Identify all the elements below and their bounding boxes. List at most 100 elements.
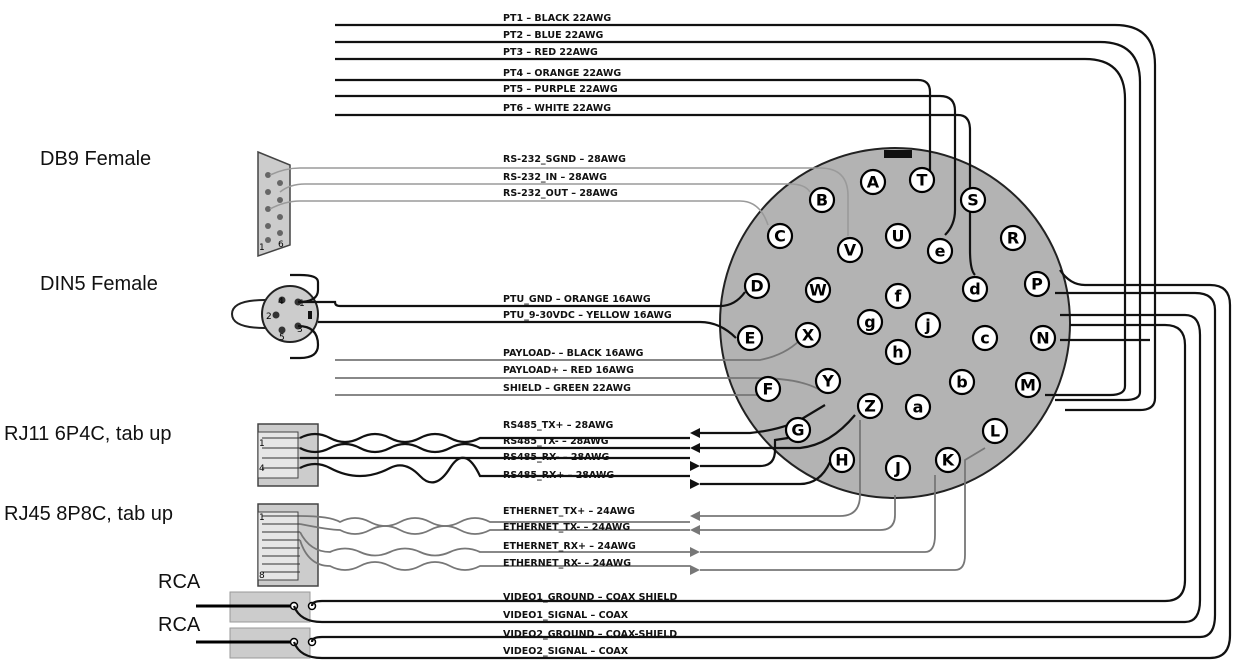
pin-g: g [856,308,884,336]
wire-label: PAYLOAD- – BLACK 16AWG [503,348,644,359]
svg-text:D: D [750,277,763,296]
pin-T: T [908,166,936,194]
pin-Z: Z [856,392,884,420]
svg-text:C: C [774,227,786,246]
din-pin1-label: 1 [299,299,305,309]
rj45-title: RJ45 8P8C, tab up [4,503,173,525]
din-pin2-label: 2 [266,312,272,322]
svg-text:E: E [745,329,756,348]
svg-text:e: e [935,242,946,261]
din-pin4-label: 4 [278,297,284,307]
db9-pin1-label: 1 [259,243,265,253]
pin-j: j [914,311,942,339]
pin-Y: Y [814,367,842,395]
svg-text:Z: Z [864,397,876,416]
pin-H: H [828,446,856,474]
svg-text:V: V [844,241,857,260]
pin-d: d [961,275,989,303]
db9-pin6-label: 6 [278,240,284,250]
svg-text:R: R [1007,229,1019,248]
wire-label: PAYLOAD+ – RED 16AWG [503,365,634,376]
rca1-title: RCA [158,571,201,593]
pin-c: c [971,324,999,352]
wire-label: RS485_TX- – 28AWG [503,436,609,447]
din-pin3-label: 3 [297,325,303,335]
rs232-wires [269,167,849,236]
pin-W: W [804,276,832,304]
pin-b: b [948,368,976,396]
svg-text:G: G [791,421,804,440]
ptu-power-wires [290,273,746,360]
pin-C: C [766,222,794,250]
rj45-pin1-label: 1 [259,513,265,523]
wire-label: RS485_RX- – 28AWG [503,452,610,463]
wire-label: ETHERNET_RX+ – 24AWG [503,541,636,552]
svg-text:g: g [864,313,875,332]
wire-label: ETHERNET_RX- – 24AWG [503,558,631,569]
wire-label: RS485_TX+ – 28AWG [503,420,613,431]
wire-label: VIDEO2_GROUND – COAX-SHIELD [503,629,677,640]
wire-label: RS-232_OUT – 28AWG [503,188,618,199]
wire-label: ETHERNET_TX+ – 24AWG [503,506,635,517]
wire-label: PT1 – BLACK 22AWG [503,13,611,24]
din-pin5-label: 5 [279,333,285,343]
pin-U: U [884,222,912,250]
svg-text:h: h [892,343,903,362]
wire-label: VIDEO1_GROUND – COAX SHIELD [503,592,677,603]
svg-text:T: T [917,171,928,190]
wire-label: SHIELD – GREEN 22AWG [503,383,631,394]
wire-label: PT2 – BLUE 22AWG [503,30,604,41]
wire-labels: PT1 – BLACK 22AWG PT2 – BLUE 22AWG PT3 – R… [503,13,677,657]
pin-e: e [926,237,954,265]
pin-f: f [884,282,912,310]
svg-text:H: H [835,451,848,470]
svg-text:j: j [924,316,930,335]
rca1-jack [196,591,317,623]
svg-text:P: P [1031,275,1043,294]
din5-connector: 4 1 2 3 5 [230,285,319,343]
rj11-connector: 1 4 [257,423,319,487]
wire-label: RS-232_IN – 28AWG [503,172,607,183]
rca2-title: RCA [158,614,201,636]
rj45-pin8-label: 8 [259,571,265,581]
pin-A: A [859,168,887,196]
wire-label: PT3 – RED 22AWG [503,47,598,58]
rj45-connector: 1 8 [257,503,319,587]
wire-label: ETHERNET_TX- – 24AWG [503,522,630,533]
svg-text:J: J [894,459,901,478]
circular-connector-body [719,147,1071,499]
svg-text:a: a [913,398,924,417]
svg-text:c: c [980,329,989,348]
pin-h: h [884,338,912,366]
pin-B: B [808,186,836,214]
connector-key-tab [884,150,912,158]
svg-text:B: B [816,191,828,210]
pin-X: X [794,321,822,349]
svg-text:f: f [895,287,903,306]
pin-L: L [981,417,1009,445]
svg-text:d: d [969,280,980,299]
wire-label: RS-232_SGND – 28AWG [503,154,626,165]
svg-text:N: N [1036,329,1049,348]
rj11-title: RJ11 6P4C, tab up [4,423,172,445]
svg-text:M: M [1020,376,1036,395]
wire-label: VIDEO1_SIGNAL – COAX [503,610,629,621]
svg-text:K: K [942,451,955,470]
pin-M: M [1014,371,1042,399]
pin-E: E [736,324,764,352]
video-wires [292,269,1232,660]
pin-F: F [754,375,782,403]
svg-text:L: L [990,422,1000,441]
svg-text:F: F [763,380,774,399]
svg-text:U: U [892,227,905,246]
din5-title: DIN5 Female [40,273,158,295]
wire-label: PT4 – ORANGE 22AWG [503,68,621,79]
wire-label: PTU_9-30VDC – YELLOW 16AWG [503,310,672,321]
pin-G: G [784,416,812,444]
pin-S: S [959,186,987,214]
pin-R: R [999,224,1027,252]
pin-K: K [934,446,962,474]
rj11-pin1-label: 1 [259,439,265,449]
db9-connector: 1 6 [257,150,291,258]
